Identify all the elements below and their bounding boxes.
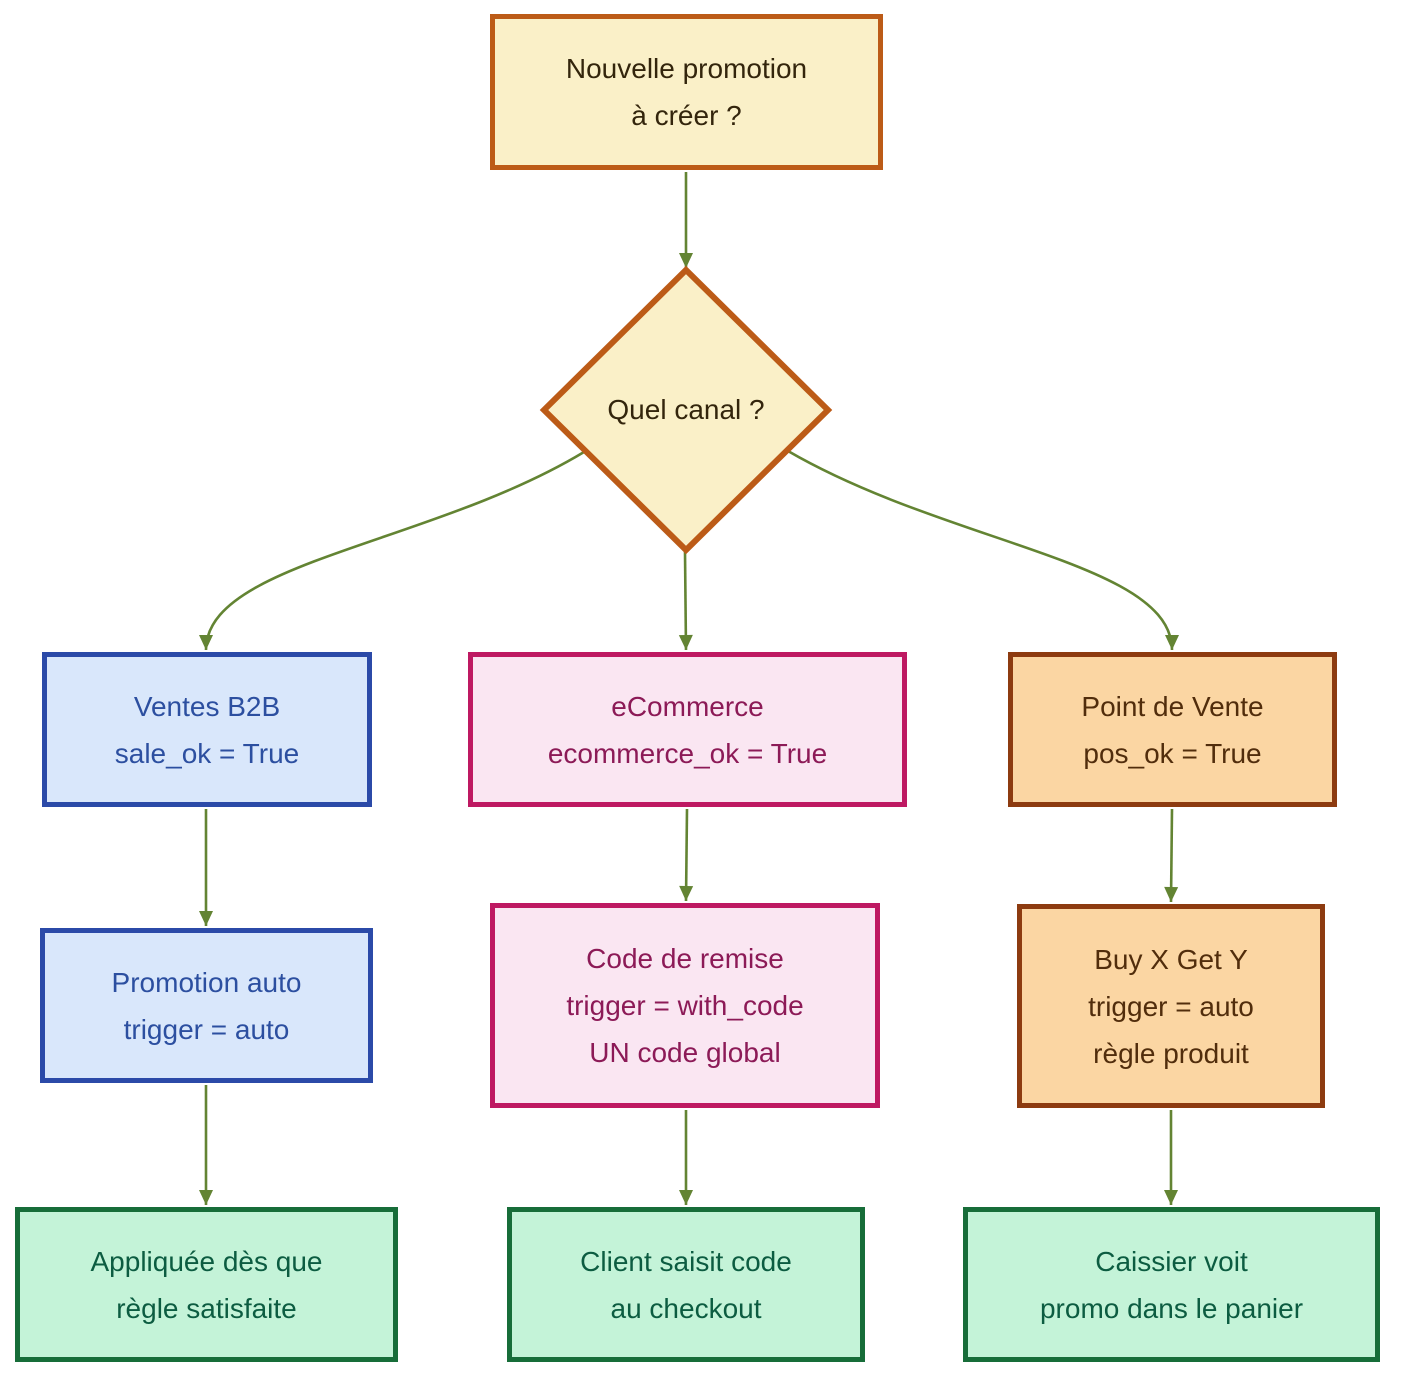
node-b2b-mechanism: Promotion auto trigger = auto <box>40 928 373 1083</box>
node-pos-outcome-line-2: promo dans le panier <box>1039 1292 1304 1324</box>
edge-ecommerce-channel-to-mechanism <box>679 808 694 902</box>
node-b2b-channel-line-1: Ventes B2B <box>133 690 281 722</box>
node-pos-mechanism: Buy X Get Y trigger = auto règle produit <box>1017 904 1325 1108</box>
node-ecommerce-mechanism: Code de remise trigger = with_code UN co… <box>490 903 880 1108</box>
node-pos-channel-line-2: pos_ok = True <box>1083 737 1262 769</box>
edge-decision-to-ecommerce <box>678 551 693 651</box>
node-start: Nouvelle promotion à créer ? <box>490 14 883 170</box>
node-pos-mechanism-line-1: Buy X Get Y <box>1094 943 1248 975</box>
node-b2b-mechanism-line-2: trigger = auto <box>123 1013 290 1045</box>
node-ecommerce-mechanism-line-1: Code de remise <box>586 943 784 974</box>
node-b2b-outcome-line-1: Appliquée dès que <box>90 1245 323 1277</box>
edge-decision-to-b2b <box>199 450 585 651</box>
node-b2b-outcome: Appliquée dès que règle satisfaite <box>15 1207 398 1362</box>
edge-decision-to-pos <box>787 449 1179 651</box>
node-ecommerce-outcome-line-2: au checkout <box>610 1292 762 1324</box>
node-ecommerce-outcome: Client saisit code au checkout <box>507 1207 865 1362</box>
node-pos-outcome: Caissier voit promo dans le panier <box>963 1207 1380 1362</box>
decision-diamond-shape <box>539 265 833 555</box>
node-pos-channel-line-1: Point de Vente <box>1081 690 1264 722</box>
node-pos-outcome-line-1: Caissier voit <box>1095 1245 1248 1277</box>
node-pos-mechanism-line-2: trigger = auto <box>1088 990 1254 1022</box>
node-ecommerce-mechanism-line-2: trigger = with_code <box>566 990 804 1021</box>
node-b2b-channel: Ventes B2B sale_ok = True <box>42 652 372 807</box>
node-ecommerce-channel-line-1: eCommerce <box>611 690 764 722</box>
node-b2b-outcome-line-2: règle satisfaite <box>116 1292 297 1324</box>
node-start-line-1: Nouvelle promotion <box>565 53 808 84</box>
edge-pos-channel-to-mechanism <box>1164 808 1179 903</box>
node-b2b-channel-line-2: sale_ok = True <box>114 737 300 769</box>
node-b2b-mechanism-line-1: Promotion auto <box>111 966 302 998</box>
node-ecommerce-channel: eCommerce ecommerce_ok = True <box>468 652 907 807</box>
node-ecommerce-channel-line-2: ecommerce_ok = True <box>547 737 828 769</box>
node-pos-mechanism-line-3: règle produit <box>1093 1037 1249 1069</box>
node-ecommerce-mechanism-line-3: UN code global <box>589 1037 781 1068</box>
node-ecommerce-outcome-line-1: Client saisit code <box>580 1245 792 1277</box>
node-pos-channel: Point de Vente pos_ok = True <box>1008 652 1337 807</box>
node-start-line-2: à créer ? <box>631 100 742 131</box>
